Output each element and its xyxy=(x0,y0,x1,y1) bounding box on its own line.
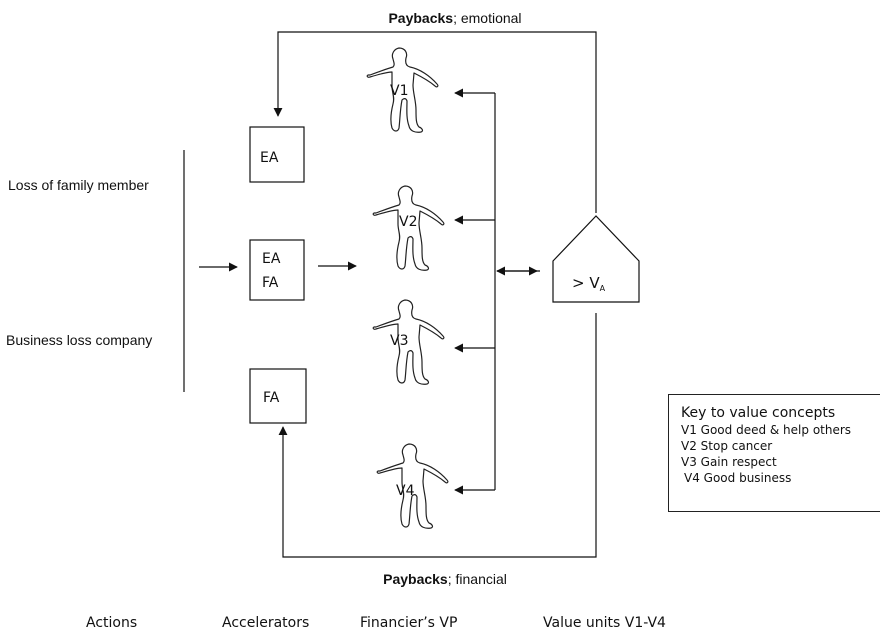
emotional-payback-label: Paybacks; emotional xyxy=(388,10,521,26)
figure-v4-label: V4 xyxy=(396,483,415,499)
key-item-v2: V2 Stop cancer xyxy=(681,439,773,453)
figure-v2-label: V2 xyxy=(399,214,417,230)
key-item-v1: V1 Good deed & help others xyxy=(681,423,852,437)
figure-v3-icon xyxy=(372,299,445,385)
financial-payback-line xyxy=(278,313,597,558)
key-item-v4: V4 Good business xyxy=(684,471,792,485)
fa-box-mid-label: FA xyxy=(262,275,279,291)
financier-vp-house xyxy=(552,215,640,303)
value-concepts-key: Key to value concepts V1 Good deed & hel… xyxy=(668,394,880,512)
column-label-value-units: Value units V1-V4 xyxy=(543,615,666,630)
ea-box-top-label: EA xyxy=(260,150,279,166)
financier-vp-label: > VA xyxy=(572,274,606,293)
fa-box-bottom xyxy=(249,368,307,424)
key-title: Key to value concepts xyxy=(681,405,836,421)
column-label-accelerators: Accelerators xyxy=(222,615,309,630)
column-label-financier-vp: Financier’s VP xyxy=(360,615,457,630)
action-loss-family: Loss of family member xyxy=(8,177,149,193)
figure-v3-label: V3 xyxy=(390,333,408,349)
ea-fa-box xyxy=(249,239,305,301)
figure-v1-label: V1 xyxy=(390,83,408,99)
action-business-loss: Business loss company xyxy=(6,332,152,348)
ea-box-top xyxy=(249,126,305,183)
emotional-payback-line xyxy=(273,31,597,213)
ea-box-mid-label: EA xyxy=(262,251,281,267)
column-label-actions: Actions xyxy=(86,615,137,630)
fa-box-bottom-label: FA xyxy=(263,390,280,406)
financial-payback-label: Paybacks; financial xyxy=(383,571,507,587)
key-item-v3: V3 Gain respect xyxy=(681,455,777,469)
